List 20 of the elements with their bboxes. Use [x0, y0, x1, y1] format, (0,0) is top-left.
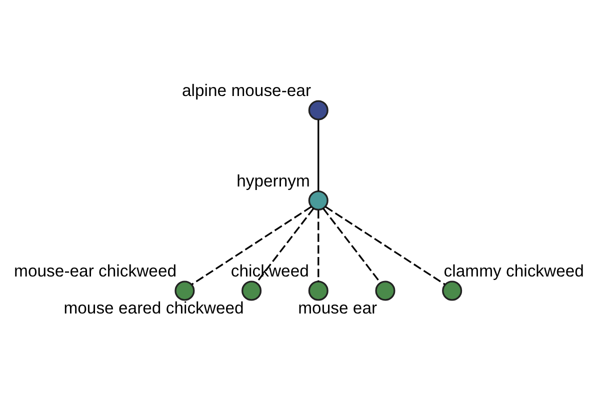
node-label: mouse-ear chickweed — [14, 261, 177, 280]
connector — [318, 210, 320, 281]
node-circle — [308, 280, 328, 300]
connector — [191, 206, 312, 285]
connector — [318, 119, 320, 191]
node-circle — [308, 190, 328, 210]
node-circle — [174, 280, 195, 300]
node-label: alpine mouse-ear — [182, 80, 312, 100]
node-label: mouse ear — [298, 298, 378, 317]
node-circle — [375, 280, 396, 300]
node-circle — [442, 280, 462, 300]
node-label: chickweed — [230, 261, 309, 280]
node-label: mouse eared chickweed — [64, 298, 244, 317]
node-circle — [242, 280, 262, 300]
node-label: clammy chickweed — [444, 261, 584, 280]
connector — [325, 206, 446, 285]
node-circle — [308, 100, 328, 120]
connector — [256, 207, 314, 283]
connector — [322, 207, 382, 283]
node-label: hypernym — [236, 170, 310, 190]
